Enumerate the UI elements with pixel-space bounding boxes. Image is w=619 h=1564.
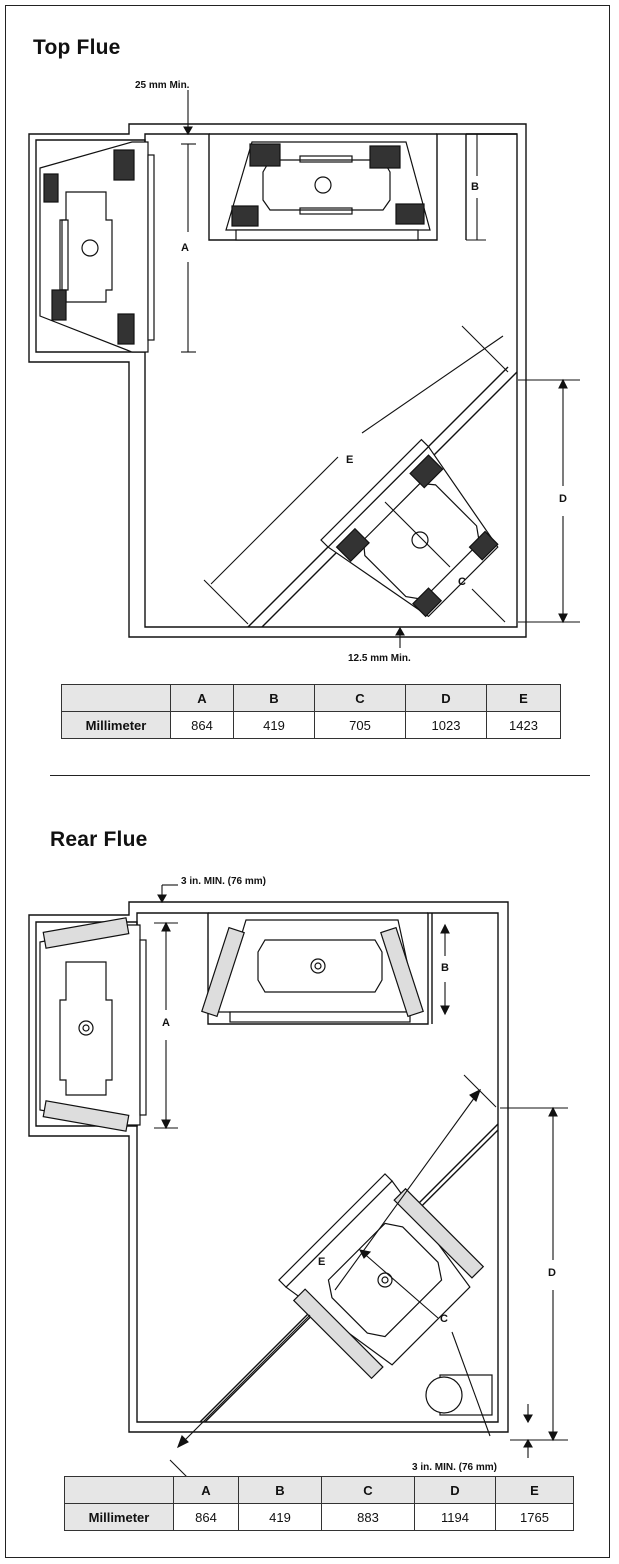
rear-label-a: A	[162, 1017, 170, 1029]
rear-flue-vent	[425, 1374, 493, 1416]
rear-label-e: E	[318, 1256, 326, 1268]
top-label-b: B	[471, 181, 479, 193]
rear-left-fireplace-unit	[39, 917, 147, 1132]
top-center-fireplace-unit	[225, 141, 431, 241]
rear-label-b: B	[441, 962, 449, 974]
table-header-cell: C	[321, 1476, 415, 1504]
table-row-label: Millimeter	[64, 1503, 174, 1531]
top-label-a: A	[181, 242, 189, 254]
table-cell: 864	[170, 711, 234, 739]
table-cell: 419	[233, 711, 315, 739]
table-header-cell: B	[233, 684, 315, 712]
table-header-cell: A	[173, 1476, 239, 1504]
table-cell: 1194	[414, 1503, 496, 1531]
table-header-cell	[64, 1476, 174, 1504]
table-header-row: A B C D E	[61, 684, 561, 712]
table-cell: 1765	[495, 1503, 574, 1531]
table-cell: 419	[238, 1503, 322, 1531]
table-cell: 883	[321, 1503, 415, 1531]
table-cell: 1423	[486, 711, 561, 739]
rear-flue-title: Rear Flue	[50, 828, 148, 851]
top-label-c: C	[458, 576, 466, 588]
rear-center-fireplace-unit	[201, 919, 424, 1023]
page-frame	[5, 5, 610, 1558]
table-header-cell: C	[314, 684, 406, 712]
table-cell: 705	[314, 711, 406, 739]
top-clearance-bottom-label: 12.5 mm Min.	[348, 653, 411, 664]
rear-label-c: C	[440, 1313, 448, 1325]
top-left-fireplace-unit	[39, 141, 155, 353]
table-header-cell: B	[238, 1476, 322, 1504]
rear-flue-table: A B C D E Millimeter 864 419 883 1194 17…	[64, 1476, 574, 1531]
rear-label-d: D	[548, 1267, 556, 1279]
top-corner-fireplace-unit	[320, 438, 499, 618]
table-header-cell: A	[170, 684, 234, 712]
rear-clearance-bottom-label: 3 in. MIN. (76 mm)	[412, 1462, 498, 1473]
table-header-cell: E	[486, 684, 561, 712]
top-label-e: E	[346, 454, 354, 466]
table-header-cell	[61, 684, 171, 712]
top-label-d: D	[559, 493, 567, 505]
table-header-cell: E	[495, 1476, 574, 1504]
table-cell: 1023	[405, 711, 487, 739]
section-divider	[50, 775, 590, 776]
table-row: Millimeter 864 419 705 1023 1423	[61, 711, 561, 739]
rear-clearance-top-label: 3 in. MIN. (76 mm)	[181, 876, 267, 887]
table-row-label: Millimeter	[61, 711, 171, 739]
rear-corner-fireplace-unit	[278, 1173, 485, 1380]
top-flue-table: A B C D E Millimeter 864 419 705 1023 14…	[61, 684, 561, 739]
table-header-row: A B C D E	[64, 1476, 574, 1504]
table-header-cell: D	[414, 1476, 496, 1504]
top-clearance-top-label: 25 mm Min.	[135, 80, 190, 91]
table-cell: 864	[173, 1503, 239, 1531]
table-row: Millimeter 864 419 883 1194 1765	[64, 1503, 574, 1531]
top-flue-title: Top Flue	[33, 36, 121, 59]
